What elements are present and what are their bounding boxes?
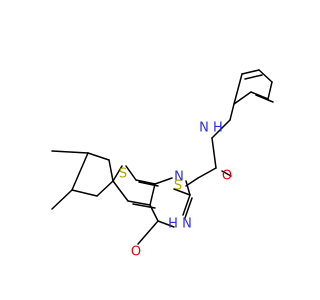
- bond-30: [233, 73, 243, 105]
- bond-9: [135, 179, 156, 185]
- bond-12: [112, 180, 129, 202]
- bond-13: [154, 177, 173, 185]
- bond-21: [197, 167, 217, 179]
- molecule-structure-diagram: S N H N O S O N H: [51, 69, 274, 260]
- bond-lines: [51, 69, 274, 245]
- bond-19: [173, 188, 191, 196]
- bond-26: [250, 91, 269, 100]
- atom-o-amide: O: [222, 169, 232, 184]
- bond-24: [229, 103, 235, 121]
- double-bond-4: [255, 94, 274, 103]
- bond-7: [112, 165, 123, 182]
- bond-15: [182, 194, 191, 216]
- atom-s-thioether: S: [174, 179, 182, 194]
- atom-n-ring: N: [174, 170, 184, 185]
- bond-25: [233, 91, 252, 105]
- bond-28: [258, 69, 273, 83]
- atom-o-ring-carbonyl: O: [131, 245, 141, 260]
- bond-18: [137, 220, 159, 245]
- atom-labels: S N H N O S O N H: [119, 121, 232, 260]
- double-bond-5: [244, 74, 263, 80]
- bond-22: [211, 137, 217, 169]
- double-bond-3: [221, 170, 232, 177]
- bond-10: [149, 183, 156, 206]
- bond-5: [71, 152, 89, 191]
- bond-20: [185, 177, 199, 187]
- double-bond-0: [132, 203, 156, 209]
- atom-nh-ring: H N: [168, 217, 192, 232]
- bond-16: [157, 220, 175, 228]
- bond-0: [51, 189, 73, 210]
- bond-6: [51, 150, 89, 154]
- bond-4: [87, 152, 110, 161]
- bond-3: [108, 159, 114, 182]
- bond-29: [241, 69, 260, 75]
- bond-27: [267, 81, 273, 100]
- bond-23: [211, 119, 231, 139]
- atom-s-thiophene: S: [119, 167, 127, 182]
- double-bond-2: [184, 197, 193, 219]
- bond-11: [127, 200, 151, 206]
- bond-14: [185, 180, 191, 196]
- bond-8: [125, 165, 137, 181]
- bond-1: [71, 189, 98, 197]
- bond-2: [96, 180, 114, 197]
- double-bond-1: [138, 181, 159, 187]
- atom-nh-amide: N H: [199, 121, 223, 136]
